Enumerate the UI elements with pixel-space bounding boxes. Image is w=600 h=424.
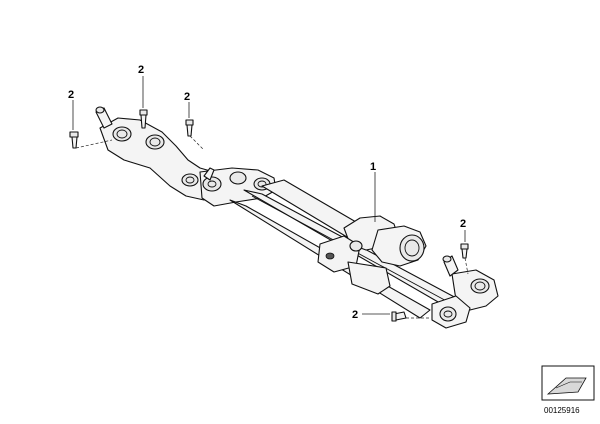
reference-number: 00125916 <box>544 406 580 415</box>
callout-2-left: 2 <box>68 89 74 101</box>
screw-top <box>139 109 148 129</box>
leader-lines <box>72 76 469 319</box>
wiper-motor <box>317 215 427 295</box>
callout-2-right: 2 <box>460 218 466 230</box>
screw-right <box>460 243 469 259</box>
right-pivot-bracket <box>431 255 499 329</box>
callout-1: 1 <box>370 161 376 173</box>
screw-left <box>69 131 79 149</box>
screw-bottom <box>391 311 407 322</box>
callout-2-bottom: 2 <box>352 309 358 321</box>
callout-2-top: 2 <box>138 64 144 76</box>
reference-box <box>541 365 595 401</box>
screw-mid <box>185 119 194 137</box>
callout-2-mid: 2 <box>184 91 190 103</box>
left-mounting-bracket <box>95 106 223 201</box>
